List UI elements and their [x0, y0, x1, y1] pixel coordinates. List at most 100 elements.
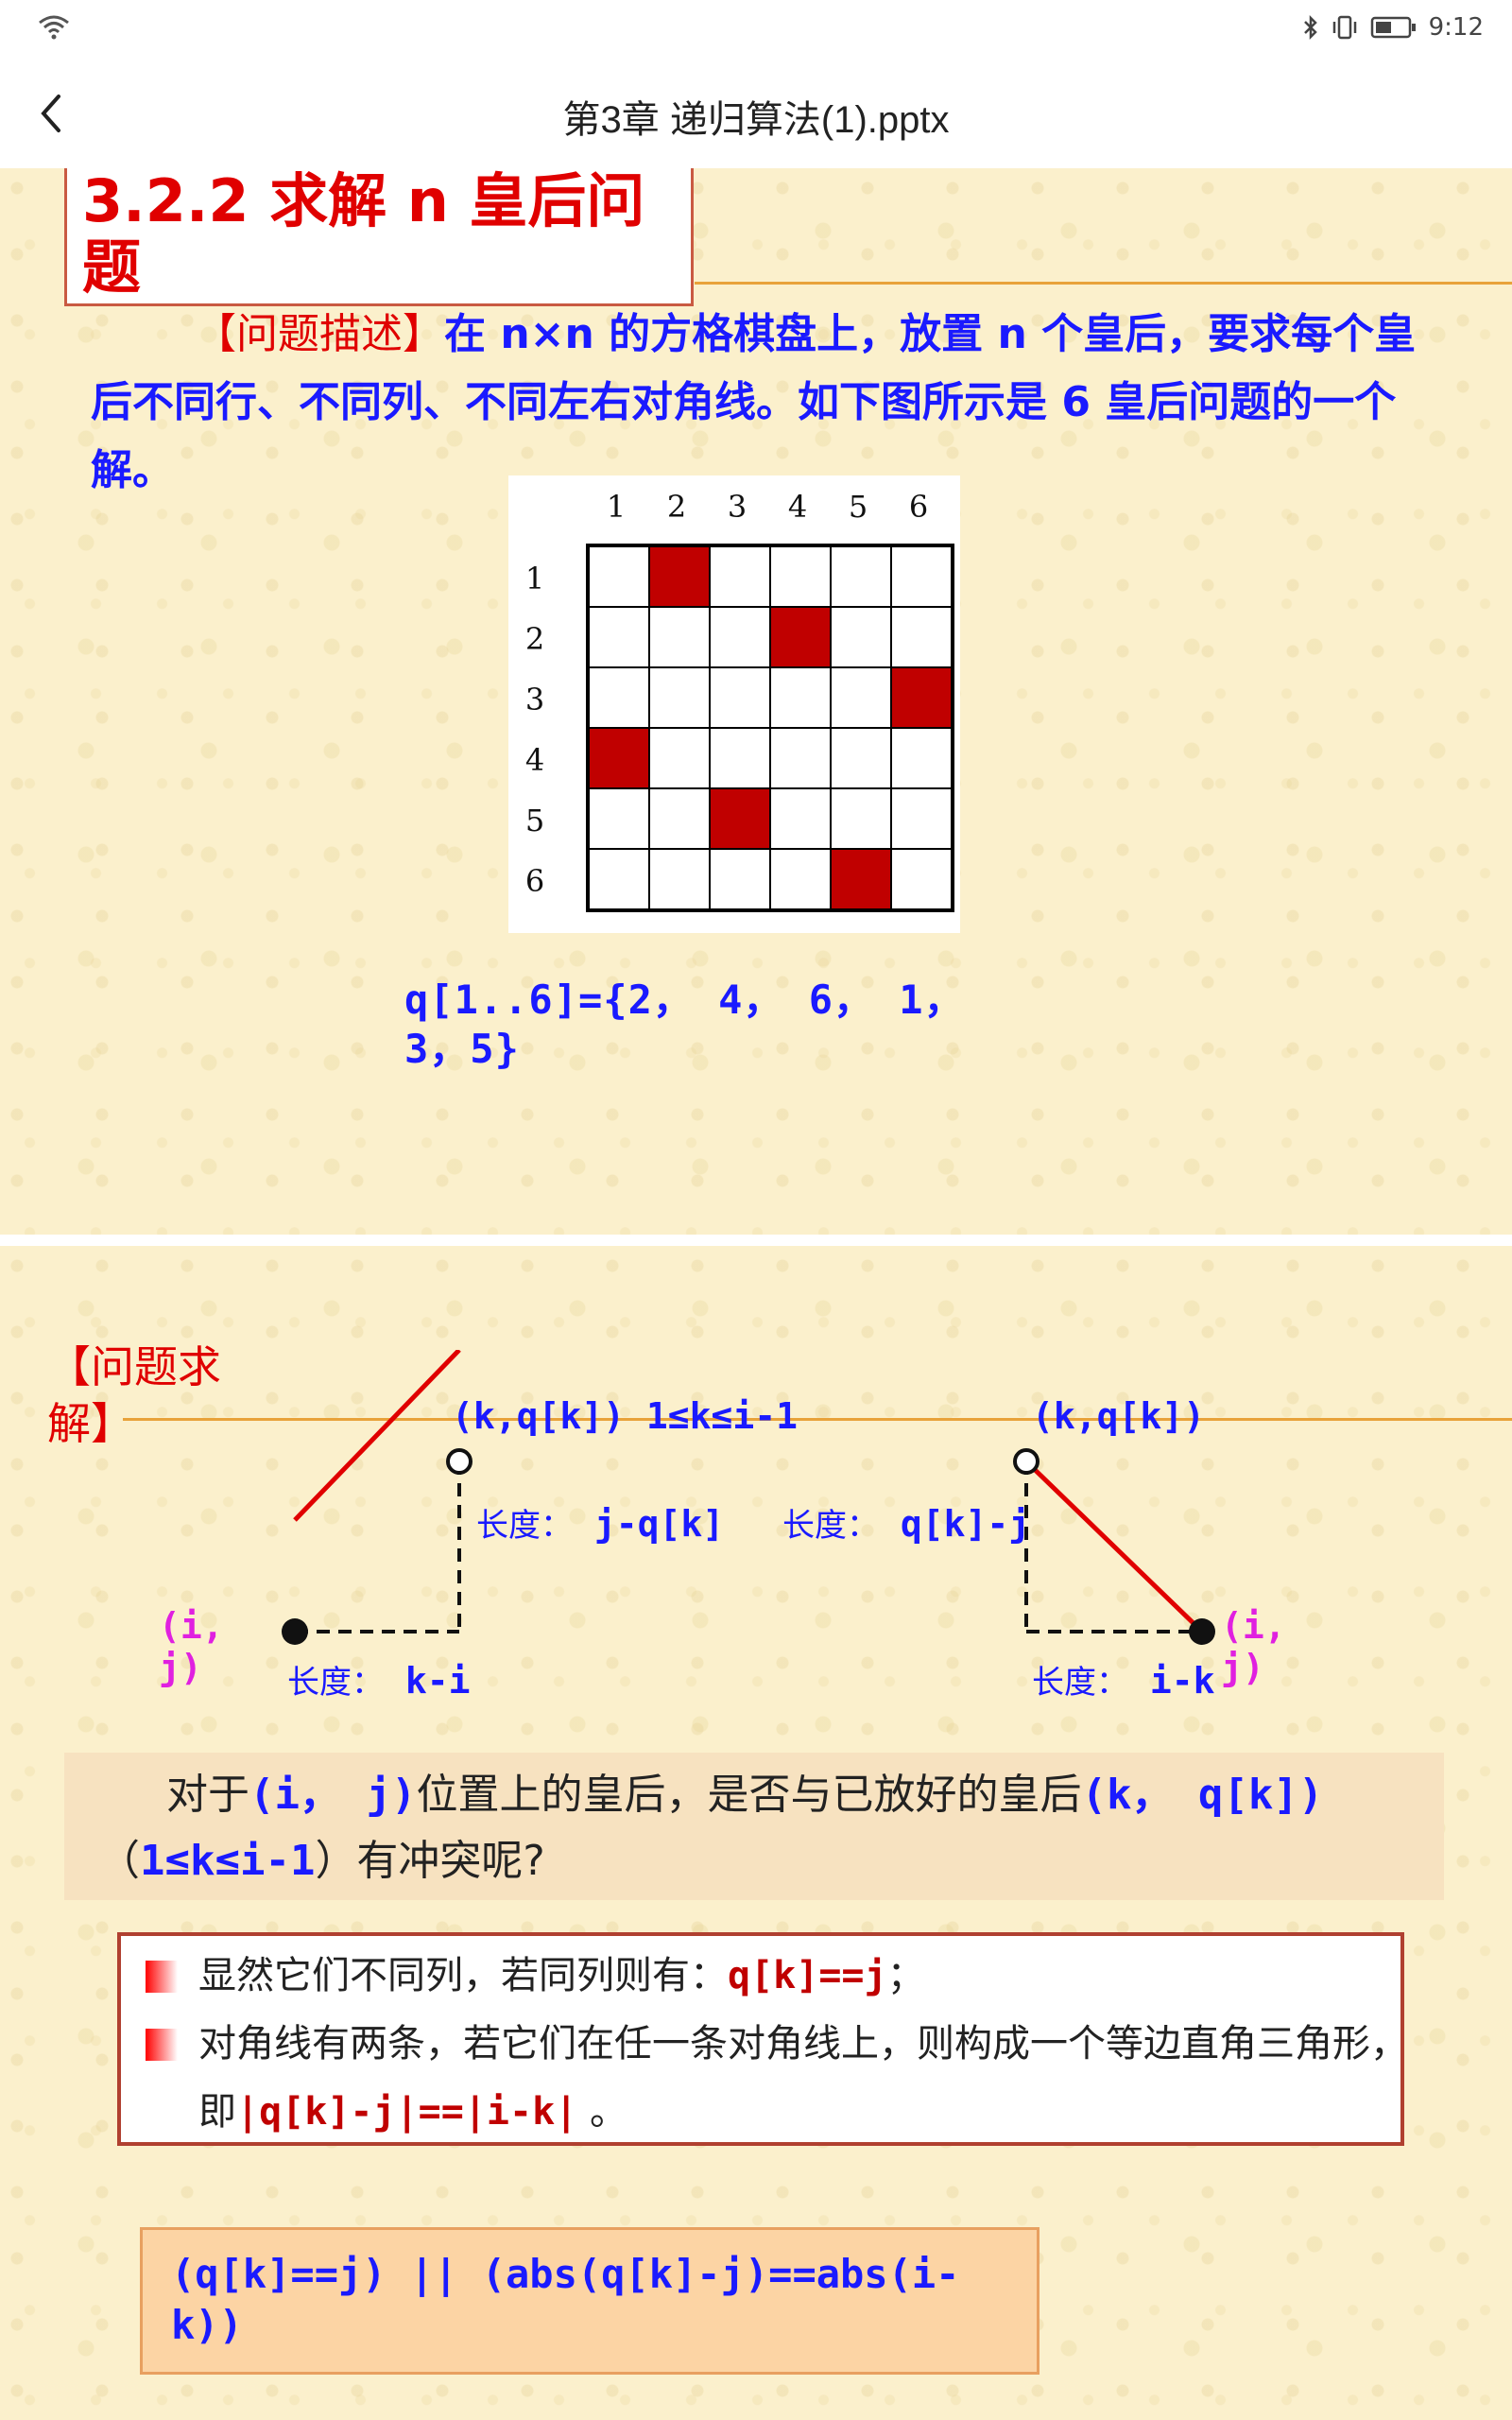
board-cell [891, 546, 952, 607]
slide-1[interactable]: 3.2.2 求解 n 皇后问题 【问题描述】在 n×n 的方格棋盘上，放置 n … [0, 168, 1512, 1235]
rule-text: 对角线有两条，若它们在任一条对角线上，则构成一个等边直角三角形，即 [198, 2022, 1408, 2134]
section-divider [123, 1418, 1512, 1421]
board-cell [770, 728, 831, 788]
board-cell [710, 546, 770, 607]
clock: 9:12 [1428, 13, 1484, 42]
question-part: 位置上的皇后，是否与已放好的皇后 [416, 1771, 1082, 1819]
rule-item: 对角线有两条，若它们在任一条对角线上，则构成一个等边直角三角形，即|q[k]-j… [146, 2010, 1427, 2146]
queen-cell [589, 728, 649, 788]
row-label: 5 [524, 803, 545, 838]
board-cell [770, 788, 831, 849]
length-expr: k-i [404, 1660, 471, 1702]
board-cell [649, 728, 710, 788]
question-code: 1≤k≤i-1 [140, 1837, 316, 1885]
question-box: 对于(i， j)位置上的皇后，是否与已放好的皇后(k， q[k])（1≤k≤i-… [64, 1753, 1444, 1900]
question-text: 对于(i， j)位置上的皇后，是否与已放好的皇后(k， q[k])（1≤k≤i-… [98, 1762, 1421, 1894]
board-cell [831, 667, 891, 728]
length-label: 长度： [476, 1507, 573, 1545]
app-header: 第3章 递归算法(1).pptx [0, 57, 1512, 168]
question-part: ）有冲突呢? [315, 1837, 545, 1885]
board-cell [649, 667, 710, 728]
board-cell [649, 849, 710, 909]
queen-i-point [282, 1618, 308, 1645]
right-top-label: (k,q[k]) [1032, 1395, 1206, 1437]
board-cell [710, 607, 770, 667]
board-cell [770, 546, 831, 607]
question-code: (k， q[k]) [1081, 1771, 1324, 1819]
queen-cell [770, 607, 831, 667]
description-text: 在 n×n 的方格棋盘上，放置 n 个皇后，要求每个皇后不同行、不同列、不同左右… [91, 310, 1417, 494]
formula-text: (q[k]==j) || (abs(q[k]-j)==abs(i-k)) [171, 2251, 960, 2348]
length-expr: q[k]-j [900, 1503, 1031, 1545]
board-cell [589, 849, 649, 909]
queen-cell [649, 546, 710, 607]
row-label: 2 [524, 621, 545, 657]
board-cell [710, 849, 770, 909]
bullet-icon [146, 2029, 178, 2061]
row-label: 1 [524, 561, 545, 596]
row-label: 4 [524, 742, 545, 778]
rule-text: 显然它们不同列，若同列则有： [198, 1954, 728, 1997]
queen-cell [891, 667, 952, 728]
queen-cell [831, 849, 891, 909]
board-cell [891, 728, 952, 788]
queen-cell [710, 788, 770, 849]
board-cell [589, 546, 649, 607]
length-expr: i-k [1149, 1660, 1215, 1702]
bluetooth-icon [1303, 14, 1317, 41]
row-label: 6 [524, 863, 545, 899]
length-label: 长度： [782, 1507, 879, 1545]
board-cell [589, 607, 649, 667]
bullet-icon [146, 1961, 178, 1993]
slide-title: 3.2.2 求解 n 皇后问题 [82, 168, 645, 302]
slide-2[interactable]: 【问题求解】 (k,q[k]) 1≤k≤i-1 长度： j-q[k] (i,j)… [0, 1246, 1512, 2420]
col-label: 4 [787, 489, 808, 525]
chevron-left-icon[interactable] [28, 85, 76, 142]
wifi-icon [39, 15, 69, 40]
length-expr: j-q[k] [593, 1503, 725, 1545]
description-label: 【问题描述】 [195, 310, 444, 358]
board-cell [710, 667, 770, 728]
board-cell [770, 667, 831, 728]
question-part: 对于 [166, 1771, 249, 1819]
col-label: 2 [666, 489, 687, 525]
board-cell [831, 728, 891, 788]
board-cell [649, 607, 710, 667]
length-label: 长度： [287, 1664, 384, 1702]
question-part: （ [98, 1837, 140, 1885]
left-top-label: (k,q[k]) 1≤k≤i-1 [452, 1395, 799, 1437]
board-cell [891, 849, 952, 909]
rule-code: |q[k]-j|==|i-k| [236, 2090, 578, 2134]
rule-tail: ； [886, 1954, 925, 1997]
document-title: 第3章 递归算法(1).pptx [562, 99, 950, 141]
queen-k-point [446, 1448, 472, 1475]
slide-separator [0, 1235, 1512, 1246]
board-cell [891, 788, 952, 849]
diagram-lines [282, 1350, 1215, 1645]
board-cell [831, 607, 891, 667]
battery-icon [1370, 16, 1416, 39]
board-cell [770, 849, 831, 909]
board-cell [891, 607, 952, 667]
diagonal-diagram: (k,q[k]) 1≤k≤i-1 长度： j-q[k] (i,j) 长度： k-… [0, 1350, 1512, 1709]
formula-box: (q[k]==j) || (abs(q[k]-j)==abs(i-k)) [140, 2227, 1040, 2375]
right-point-label: (i,j) [1221, 1605, 1286, 1688]
board-cell [589, 788, 649, 849]
rule-tail: 。 [589, 2090, 627, 2134]
vibrate-icon [1332, 15, 1356, 40]
title-divider [695, 282, 1512, 285]
problem-description: 【问题描述】在 n×n 的方格棋盘上，放置 n 个皇后，要求每个皇后不同行、不同… [91, 301, 1433, 505]
board-cell [831, 788, 891, 849]
queen-k-point [1013, 1448, 1040, 1475]
board-cell [649, 788, 710, 849]
chessboard-figure: 1 2 3 4 5 6 1 2 3 4 5 6 [508, 475, 960, 933]
rule-code: q[k]==j [728, 1954, 887, 1997]
board-cell [710, 728, 770, 788]
status-bar: 9:12 [0, 0, 1512, 57]
board-cell [589, 667, 649, 728]
board-cell [831, 546, 891, 607]
solution-array: q[1..6]={2， 4， 6， 1， 3，5} [404, 977, 965, 1072]
queen-i-point [1189, 1618, 1215, 1645]
rule-item: 显然它们不同列，若同列则有：q[k]==j； [146, 1942, 1374, 2010]
rules-box: 显然它们不同列，若同列则有：q[k]==j； 对角线有两条，若它们在任一条对角线… [117, 1932, 1408, 2146]
